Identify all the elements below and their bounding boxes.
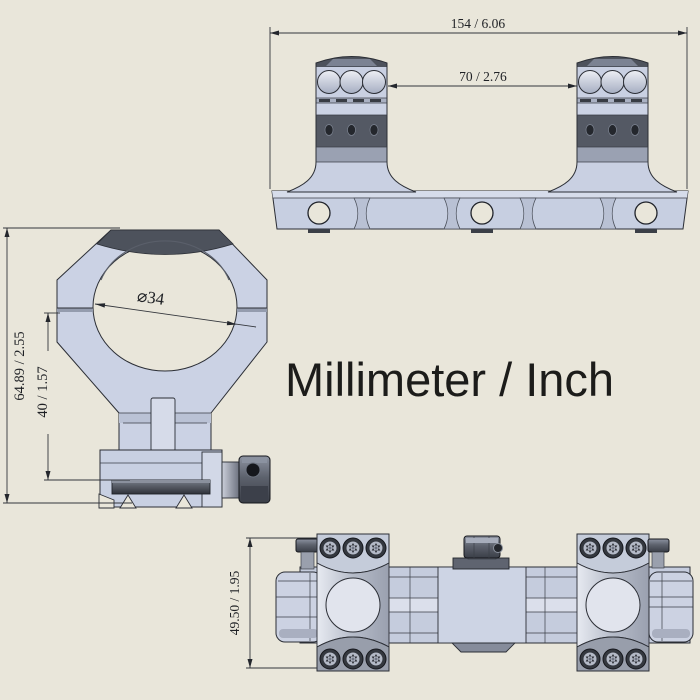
- center-hex-bolt: [452, 535, 510, 570]
- dim-ring-spacing-label: 70 / 2.76: [459, 69, 507, 84]
- clamp-screw-boss: [150, 397, 176, 452]
- side-view: 154 / 6.06 70 / 2.76: [269, 16, 689, 233]
- dim-overall-length: 154 / 6.06: [269, 16, 688, 189]
- ring-screw-heads: [317, 70, 386, 94]
- center-rail-block: [437, 566, 527, 653]
- scope-ring-tower-right: [547, 56, 678, 193]
- front-ring-view: 64.89 / 2.55 40 / 1.57 ⌀34: [3, 227, 271, 509]
- nut-hole: [245, 462, 261, 478]
- dim-center-height-label: 40 / 1.57: [35, 366, 51, 417]
- end-cap-left: [275, 571, 323, 643]
- crossbolt-nut-left: [295, 538, 319, 570]
- dim-ring-spacing: 70 / 2.76: [388, 69, 577, 89]
- units-label: Millimeter / Inch: [285, 353, 615, 406]
- dim-ring-width-label: 49.50 / 1.95: [227, 571, 242, 636]
- recoil-lugs: [308, 229, 657, 233]
- ring-screw-heads: [578, 70, 647, 94]
- picatinny-jaw-notches: [98, 493, 193, 509]
- crossbolt-nut-right: [647, 538, 670, 569]
- bolt-wire-hole: [493, 543, 503, 553]
- base-holes: [307, 201, 658, 225]
- scope-ring-front: [56, 229, 268, 452]
- ring-split-line: [57, 307, 267, 312]
- dim-overall-height-label: 64.89 / 2.55: [12, 331, 28, 400]
- clamp-side-nut: [221, 455, 271, 504]
- dim-overall-length-label: 154 / 6.06: [451, 16, 506, 31]
- clamp-base: [98, 449, 223, 509]
- scope-ring-tower-left: [286, 56, 417, 193]
- dim-center-height: 40 / 1.57: [35, 312, 130, 481]
- dim-overall-height: 64.89 / 2.55: [3, 227, 132, 504]
- dim-bore-diameter-label: ⌀34: [136, 286, 166, 309]
- end-cap-right: [648, 571, 694, 643]
- top-view: 49.50 / 1.95: [227, 534, 694, 671]
- dim-bore-diameter: ⌀34: [94, 286, 257, 328]
- ring-clamp-block-right: [577, 534, 649, 671]
- ring-clamp-block-left: [317, 534, 389, 671]
- dim-ring-width: 49.50 / 1.95: [227, 537, 317, 669]
- mount-base: [271, 190, 689, 233]
